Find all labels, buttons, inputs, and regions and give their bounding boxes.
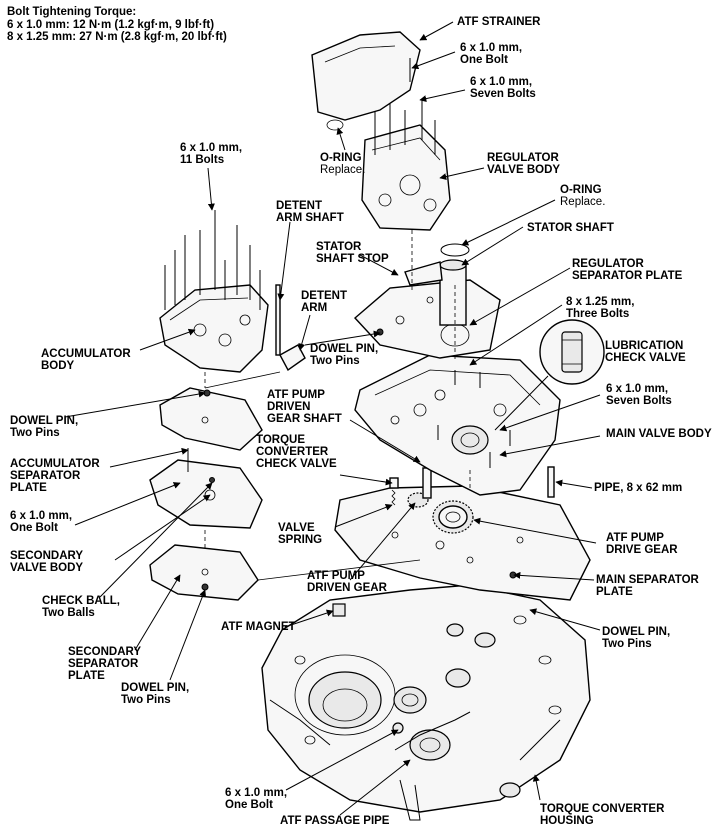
label-pipe: PIPE, 8 x 62 mm — [594, 482, 683, 494]
label-bolt-three: 8 x 1.25 mm,Three Bolts — [566, 296, 635, 320]
torque-8mm: 8 x 1.25 mm: 27 N·m (2.8 kgf·m, 20 lbf·f… — [7, 31, 227, 43]
leader-lines — [64, 21, 601, 816]
stator-shaft — [404, 259, 467, 326]
label-check-ball: CHECK BALL,Two Balls — [42, 595, 120, 619]
lubrication-check-valve — [494, 319, 605, 431]
bolt-torque-spec: Bolt Tightening Torque: 6 x 1.0 mm: 12 N… — [7, 6, 227, 44]
accumulator-separator-plate — [159, 387, 263, 451]
secondary-separator-plate — [149, 544, 259, 601]
label-bolt-seven-mid: 6 x 1.0 mm,Seven Bolts — [606, 383, 672, 407]
label-bolt-seven-top: 6 x 1.0 mm,Seven Bolts — [470, 76, 536, 100]
atf-magnet — [332, 603, 346, 617]
torque-6mm: 6 x 1.0 mm: 12 N·m (1.2 kgf·m, 9 lbf·ft) — [7, 18, 215, 31]
atf-pump-drive-gear — [432, 500, 474, 534]
label-atf-strainer: ATF STRAINER — [457, 16, 541, 28]
label-bolt-one-top: 6 x 1.0 mm,One Bolt — [460, 42, 523, 66]
torque-title: Bolt Tightening Torque: — [7, 6, 137, 18]
pipe-8x62 — [547, 466, 555, 498]
detent-arm — [279, 344, 306, 372]
atf-strainer — [311, 31, 421, 131]
detent-arm-shaft — [275, 284, 281, 356]
label-dowel-pin-bottom: DOWEL PIN,Two Pins — [121, 682, 190, 706]
label-atf-passage-pipe: ATF PASSAGE PIPE — [280, 815, 390, 827]
main-valve-body — [354, 354, 561, 496]
alignment-lines — [204, 230, 471, 581]
torque-converter-housing — [261, 584, 591, 821]
label-bolt-eleven: 6 x 1.0 mm,11 Bolts — [180, 142, 243, 166]
main-separator-plate — [334, 485, 591, 601]
label-bolt-one-bottom: 6 x 1.0 mm,One Bolt — [225, 787, 288, 811]
label-bolt-one-left: 6 x 1.0 mm,One Bolt — [10, 510, 73, 534]
o-ring-right — [440, 243, 470, 257]
regulator-valve-body — [361, 100, 451, 231]
label-dowel-pin-left: DOWEL PIN,Two Pins — [10, 415, 79, 439]
label-main-valve-body: MAIN VALVE BODY — [606, 428, 712, 440]
label-atf-magnet: ATF MAGNET — [221, 621, 296, 633]
accumulator-body — [159, 210, 269, 373]
label-dowel-pin-mid: DOWEL PIN,Two Pins — [310, 343, 379, 367]
label-dowel-pin-right: DOWEL PIN,Two Pins — [602, 626, 671, 650]
label-stator-shaft: STATOR SHAFT — [527, 222, 614, 234]
